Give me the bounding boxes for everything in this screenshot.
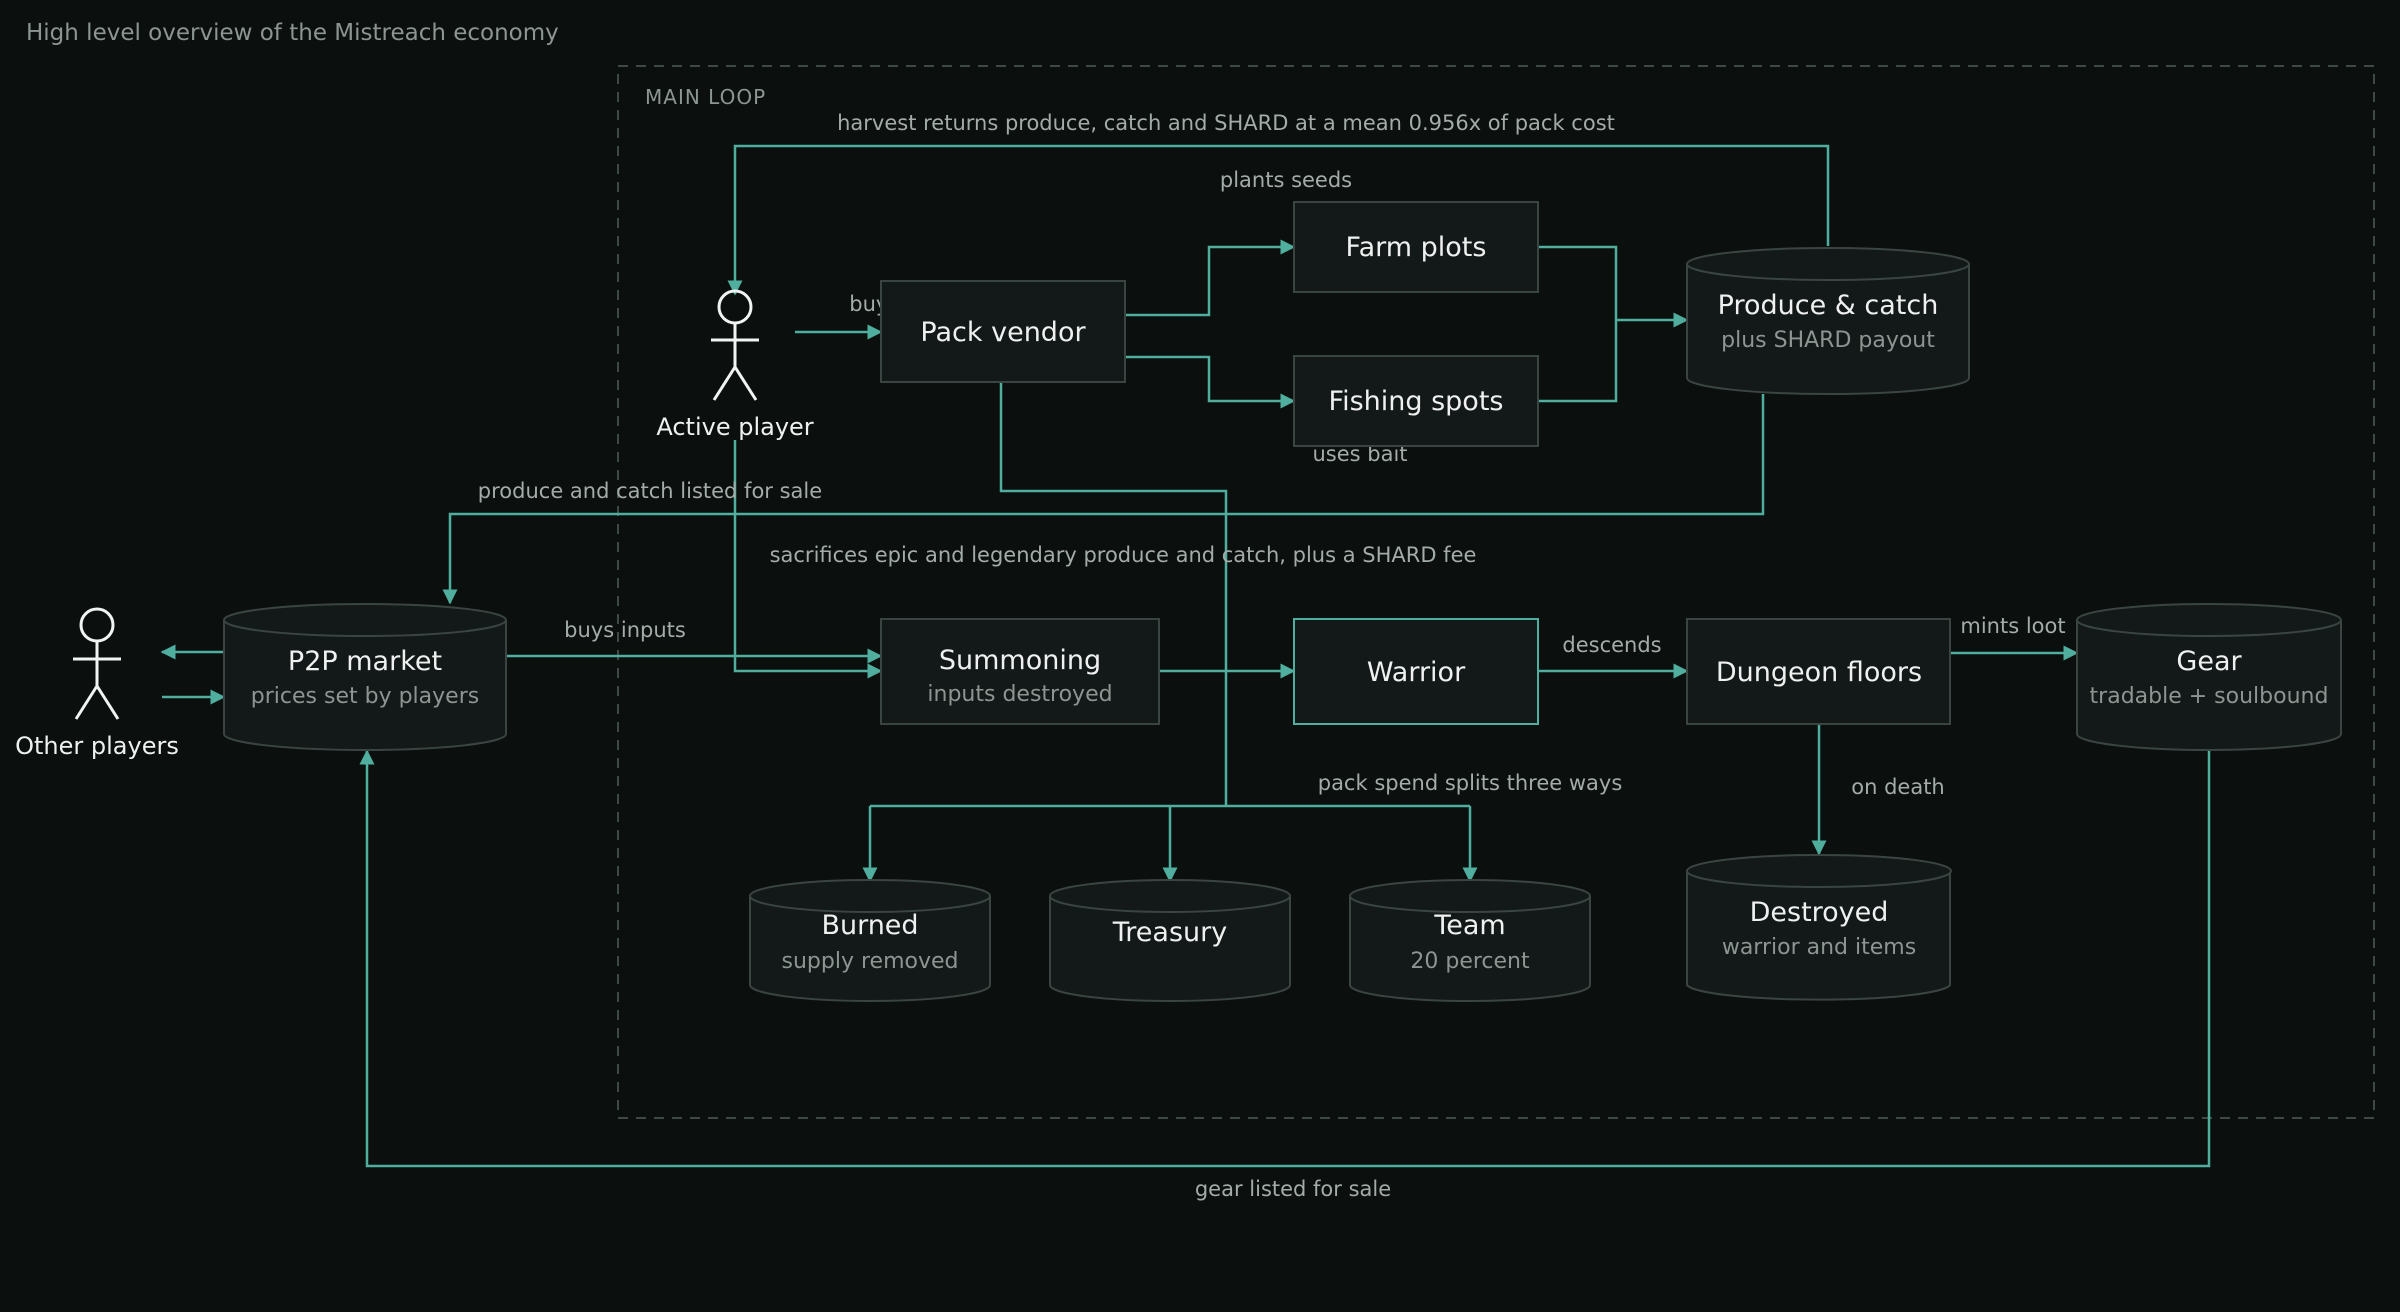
edge-label-buys-inputs: buys inputs <box>564 618 686 642</box>
flow-lines <box>160 144 2211 1168</box>
node-treasury: Treasury <box>1049 879 1291 1002</box>
edge-farm-merge <box>1538 245 1618 403</box>
person-icon <box>73 607 121 720</box>
node-summoning: Summoning inputs destroyed <box>880 618 1160 725</box>
edge-label-sacrifices: sacrifices epic and legendary produce an… <box>770 543 1477 567</box>
node-dungeon-floors: Dungeon floors <box>1686 618 1951 725</box>
edge-label-pack-split: pack spend splits three ways <box>1318 771 1623 795</box>
team-label: Team <box>1433 910 1505 941</box>
edge-label-listed-for-sale: produce and catch listed for sale <box>478 479 822 503</box>
treasury-label: Treasury <box>1112 917 1227 948</box>
edge-pack-spend <box>999 382 1228 806</box>
team-sub: 20 percent <box>1410 949 1530 974</box>
edge-plants-seeds <box>1125 239 1296 317</box>
burned-sub: supply removed <box>782 949 959 974</box>
main-loop-label: MAIN LOOP <box>645 85 766 109</box>
edge-label-harvest: harvest returns produce, catch and SHARD… <box>837 111 1615 135</box>
produce-sub: plus SHARD payout <box>1721 328 1935 353</box>
active-player-actor: Active player <box>656 289 814 441</box>
node-produce-catch: Produce & catch plus SHARD payout <box>1686 247 1970 395</box>
node-fishing-spots: Fishing spots <box>1293 355 1539 447</box>
node-warrior: Warrior <box>1293 618 1539 725</box>
node-destroyed: Destroyed warrior and items <box>1686 854 1952 1001</box>
produce-label: Produce & catch <box>1718 290 1939 321</box>
node-pack-vendor: Pack vendor <box>880 280 1126 383</box>
gear-sub: tradable + soulbound <box>2090 684 2329 709</box>
diagram-title: High level overview of the Mistreach eco… <box>26 20 559 46</box>
active-player-label: Active player <box>656 413 813 441</box>
edge-listed-for-sale <box>442 394 1765 605</box>
edge-harvest-return <box>727 144 1830 296</box>
edge-gear-listed <box>359 749 2211 1168</box>
other-players-label: Other players <box>15 732 179 760</box>
destroyed-label: Destroyed <box>1750 897 1889 928</box>
burned-label: Burned <box>821 910 918 941</box>
p2p-market-label: P2P market <box>288 646 442 677</box>
edge-label-mints-loot: mints loot <box>1960 614 2065 638</box>
node-farm-plots: Farm plots <box>1293 201 1539 293</box>
gear-label: Gear <box>2176 646 2242 677</box>
node-gear: Gear tradable + soulbound <box>2076 603 2342 751</box>
dungeon-floors-label: Dungeon floors <box>1716 657 1922 688</box>
pack-vendor-label: Pack vendor <box>920 317 1086 348</box>
p2p-market-sub: prices set by players <box>251 684 479 709</box>
summoning-sub: inputs destroyed <box>927 682 1112 707</box>
warrior-label: Warrior <box>1367 657 1466 688</box>
edge-sacrifices <box>733 440 883 679</box>
node-p2p-market: P2P market prices set by players <box>223 603 507 751</box>
farm-plots-label: Farm plots <box>1346 232 1487 263</box>
edge-label-on-death: on death <box>1851 775 1945 799</box>
edge-label-descends: descends <box>1562 633 1661 657</box>
node-team: Team 20 percent <box>1349 879 1591 1002</box>
destroyed-sub: warrior and items <box>1722 935 1916 960</box>
fishing-spots-label: Fishing spots <box>1329 386 1504 417</box>
summoning-label: Summoning <box>939 645 1101 676</box>
other-players-actor: Other players <box>15 607 179 760</box>
edge-uses-bait <box>1125 355 1296 409</box>
edge-label-gear-listed: gear listed for sale <box>1195 1177 1391 1201</box>
person-icon <box>711 289 759 401</box>
edge-label-plants-seeds: plants seeds <box>1220 168 1352 192</box>
node-burned: Burned supply removed <box>749 879 991 1002</box>
